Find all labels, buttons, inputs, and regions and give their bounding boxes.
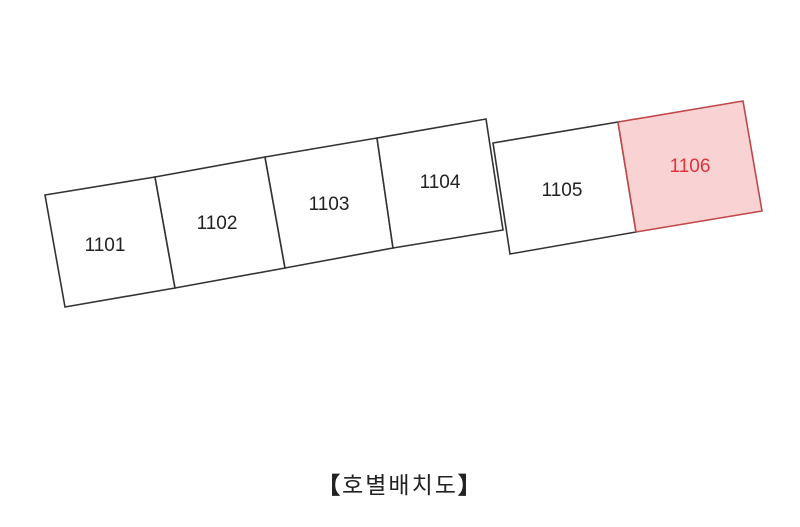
block-a <box>44 118 504 308</box>
block-b <box>492 100 763 255</box>
unit-1106-cell[interactable] <box>617 100 763 233</box>
unit-1106-label: 1106 <box>670 156 711 177</box>
unit-1102-label: 1102 <box>197 213 238 234</box>
unit-1105-label: 1105 <box>542 180 583 201</box>
unit-1101-label: 1101 <box>85 235 126 256</box>
diagram-caption: 【호별배치도】 <box>0 466 800 500</box>
unit-1104-label: 1104 <box>420 172 461 193</box>
caption-open-bracket: 【 <box>317 473 343 499</box>
unit-1104-cell[interactable] <box>376 118 504 249</box>
unit-1103-label: 1103 <box>309 194 350 215</box>
caption-title: 호별배치도 <box>342 473 458 499</box>
caption-close-bracket: 】 <box>457 473 483 499</box>
